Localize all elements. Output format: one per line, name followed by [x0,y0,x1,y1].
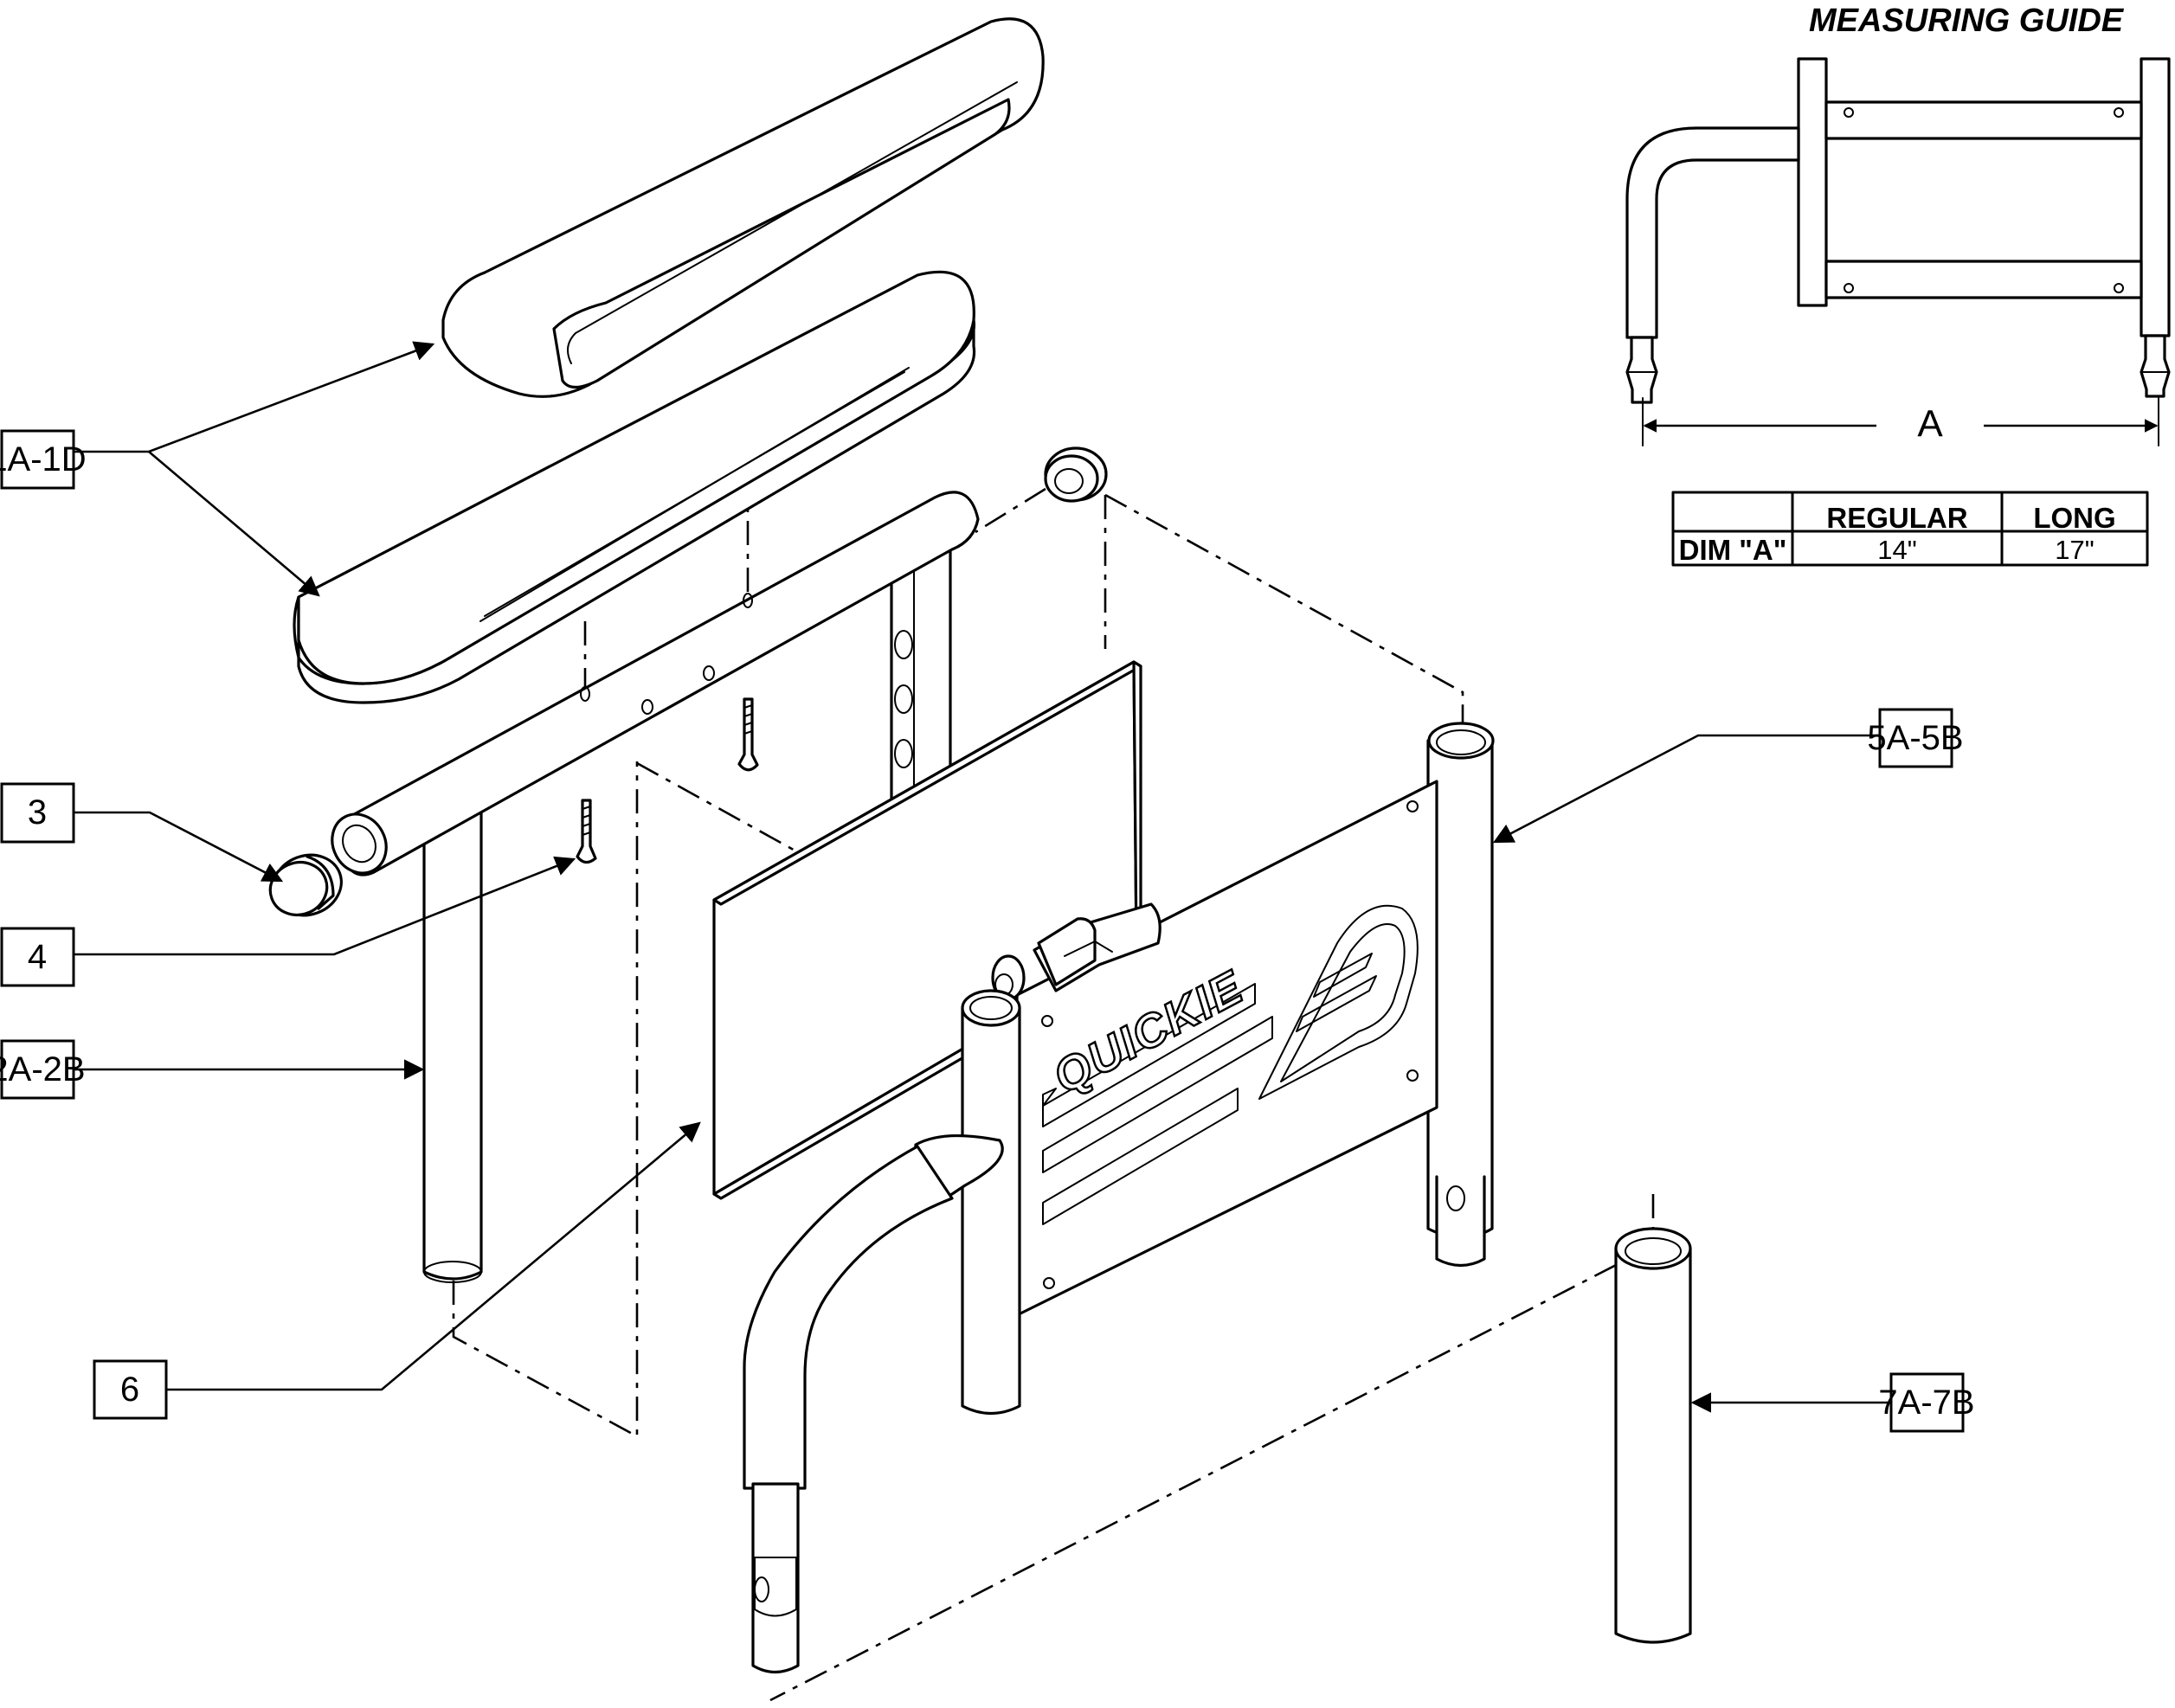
callout-1a-1d: 1A-1D [0,341,435,597]
callout-2a-2b: 2A-2B [0,1039,425,1100]
callout-2a-2b-label: 2A-2B [0,1050,86,1088]
callout-4: 4 [0,856,576,987]
guide-armrest-drawing [1625,57,2171,404]
callout-4-label: 4 [28,938,47,976]
callout-7a-7b: 7A-7B [1690,1372,1975,1433]
callout-7a-7b-label: 7A-7B [1878,1384,1974,1422]
leg-extension-7 [1614,1227,1692,1644]
armrest-tube-assembly [331,491,980,1283]
end-cap-front [268,853,343,917]
dimension-a: A [1642,397,2159,446]
callout-6: 6 [93,1121,701,1420]
callout-3-label: 3 [28,793,47,832]
table-cell-long: 17" [2055,535,2095,565]
table-row-label: DIM "A" [1679,534,1787,566]
callout-3: 3 [0,782,284,883]
side-panel-frame: QUICKIE [743,722,1495,1674]
measuring-guide: MEASURING GUIDE [1625,3,2171,567]
armpad-top [441,17,1045,398]
table-header-long: LONG [2033,502,2115,534]
table-header-regular: REGULAR [1826,502,1967,534]
screws-4 [576,697,759,864]
table-cell-regular: 14" [1877,535,1917,565]
callout-6-label: 6 [120,1371,139,1409]
dimension-table: REGULAR LONG DIM "A" 14" 17" [1671,491,2149,567]
armpad-base [293,270,976,704]
measuring-guide-title: MEASURING GUIDE [1809,3,2125,39]
callout-1a-1d-label: 1A-1D [0,440,87,478]
callout-5a-5b: 5A-5B [1492,708,1964,844]
end-cap-rear [1044,446,1108,503]
dimension-a-label: A [1917,403,1943,446]
callout-5a-5b-label: 5A-5B [1867,719,1963,757]
